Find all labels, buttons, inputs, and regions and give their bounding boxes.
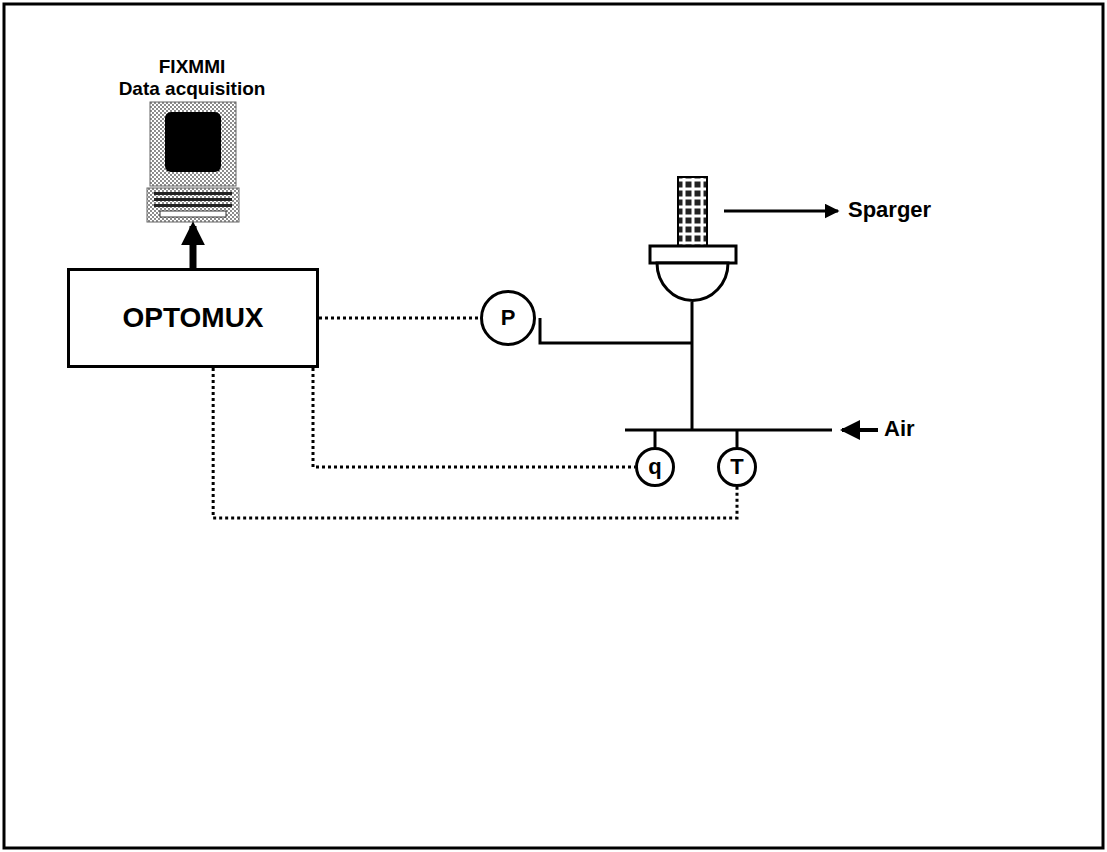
sensor-circle: q — [635, 447, 675, 487]
computer-node: FIXMMI Data acquisition — [102, 56, 282, 224]
signal-line — [319, 317, 480, 320]
node-text: T — [730, 454, 743, 479]
flow-label: Air — [884, 416, 915, 442]
flow-arrow — [842, 428, 878, 432]
signal-line — [213, 368, 737, 518]
node-text: P — [501, 305, 516, 330]
node-text: OPTOMUX — [122, 302, 263, 334]
node-text: q — [648, 454, 661, 479]
part-label: Sparger — [848, 197, 931, 223]
air-pipe — [540, 302, 832, 447]
data-arrow — [190, 226, 197, 268]
pointer-arrow — [724, 210, 838, 213]
process-box: OPTOMUX — [67, 268, 319, 368]
sparger-symbol — [650, 177, 736, 301]
sensor-circle: T — [717, 447, 757, 487]
sensor-circle: P — [480, 290, 536, 346]
signal-line — [313, 368, 635, 467]
heading-text: FIXMMI Data acquisition — [119, 56, 266, 100]
computer-icon — [147, 102, 239, 222]
frame — [4, 4, 1103, 848]
